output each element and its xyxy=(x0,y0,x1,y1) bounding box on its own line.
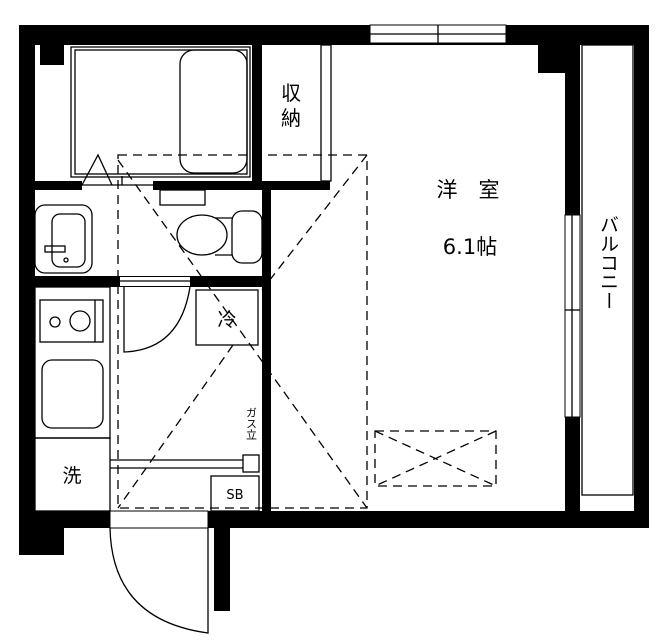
loft-outline xyxy=(117,154,497,509)
shoe-box-label: SB xyxy=(226,488,243,503)
balcony-area xyxy=(581,44,634,496)
gas-riser-label: ガス立 xyxy=(245,407,258,440)
washer-space xyxy=(34,437,111,512)
sink xyxy=(41,359,104,429)
washbasin xyxy=(34,204,93,274)
room-size: 6.1帖 xyxy=(443,235,497,259)
stove xyxy=(39,299,104,343)
toilet xyxy=(176,214,228,256)
fridge-label: 冷 xyxy=(217,309,236,331)
fridge-space xyxy=(195,289,259,346)
shoe-box xyxy=(210,475,260,512)
openings xyxy=(82,24,581,529)
doors xyxy=(81,44,332,634)
bathtub xyxy=(70,46,251,178)
balcony-label: バルコニー xyxy=(597,215,619,310)
fixtures xyxy=(34,44,634,512)
washer-label: 洗 xyxy=(62,465,81,487)
storage-label-1: 収 xyxy=(281,81,301,105)
room-name: 洋 室 xyxy=(437,178,500,202)
gas-riser-box xyxy=(242,454,260,473)
storage-label-2: 納 xyxy=(281,106,301,130)
